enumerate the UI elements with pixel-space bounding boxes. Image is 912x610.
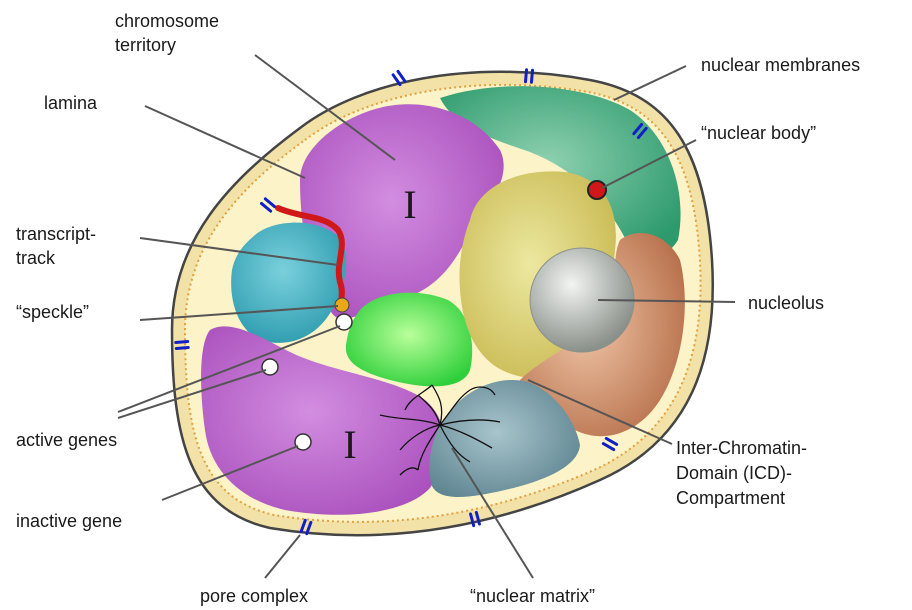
label-nuclear-body: “nuclear body” xyxy=(701,123,816,143)
label-icd-line3: Compartment xyxy=(676,488,785,508)
leader-nuclear-membranes xyxy=(614,66,686,100)
label-chromosome-territory-line1: chromosome xyxy=(115,11,219,31)
speckle-dot xyxy=(335,298,349,312)
territory-mark-upper: I xyxy=(403,182,416,227)
nuclear-body-dot xyxy=(588,181,606,199)
label-transcript-track-line1: transcript- xyxy=(16,224,96,244)
label-nuclear-membranes: nuclear membranes xyxy=(701,55,860,75)
label-speckle: “speckle” xyxy=(16,302,89,322)
label-lamina: lamina xyxy=(44,93,98,113)
label-icd-line1: Inter-Chromatin- xyxy=(676,438,807,458)
label-chromosome-territory-line2: territory xyxy=(115,35,176,55)
territory-mark-lower: I xyxy=(343,422,356,467)
label-active-genes: active genes xyxy=(16,430,117,450)
label-nuclear-matrix: “nuclear matrix” xyxy=(470,586,595,606)
label-icd-line2: Domain (ICD)- xyxy=(676,463,792,483)
label-nucleolus: nucleolus xyxy=(748,293,824,313)
leader-pore-complex xyxy=(265,535,300,578)
label-pore-complex: pore complex xyxy=(200,586,308,606)
label-transcript-track-line2: track xyxy=(16,248,56,268)
inactive-gene-dot xyxy=(295,434,311,450)
active-gene-2 xyxy=(262,359,278,375)
label-inactive-gene: inactive gene xyxy=(16,511,122,531)
